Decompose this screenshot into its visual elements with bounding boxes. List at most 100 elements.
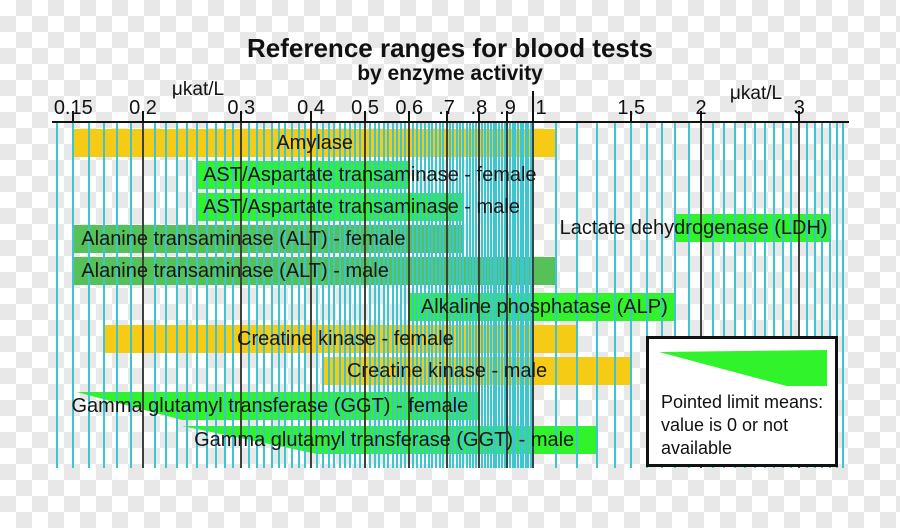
minor-gridline [489,123,492,468]
axis-tick [240,111,243,121]
minor-gridline [438,123,441,468]
minor-gridline [501,123,504,468]
minor-gridline [555,123,558,468]
minor-gridline [165,123,168,468]
minor-gridline [503,123,506,468]
axis-tick [408,111,411,121]
minor-gridline [420,123,423,468]
minor-gridline [333,123,336,468]
minor-gridline [442,123,445,468]
minor-gridline [416,123,419,468]
axis-tick [630,111,633,121]
bar-label-ast-male: AST/Aspartate transaminase - male [203,196,520,218]
major-gridline [408,123,411,468]
minor-gridline [400,123,403,468]
bar-alt-female [73,225,464,253]
minor-gridline [382,123,385,468]
axis-tick-label: 0.15 [53,97,93,119]
minor-gridline [72,123,75,468]
minor-gridline [613,123,616,468]
major-gridline [798,123,801,468]
bar-label-alt-male: Alanine transaminase (ALT) - male [81,260,389,282]
bar-label-alp: Alkaline phosphatase (ALP) [420,296,668,318]
minor-gridline [687,123,690,468]
minor-gridline [291,123,294,468]
minor-gridline [248,123,251,468]
minor-gridline [327,123,330,468]
pointed-limit-wedge-icon [659,350,827,386]
minor-gridline [255,123,258,468]
axis-tick-label: 3 [793,97,805,119]
bar-label-ggt-male: Gamma glutamyl transferase (GGT) - male [194,429,575,451]
minor-gridline [763,123,766,468]
minor-gridline [630,123,633,468]
minor-gridline [373,123,376,468]
minor-gridline [498,123,501,468]
minor-gridline [835,123,838,468]
minor-gridline [733,123,736,468]
minor-gridline [806,123,809,468]
minor-gridline [116,123,119,468]
axis-tick [72,111,75,121]
legend-line-3: available [661,438,733,458]
minor-gridline [468,123,471,468]
major-gridline [364,123,367,468]
minor-gridline [102,123,105,468]
axis-tick [445,111,448,121]
axis-tick-label: 0.4 [297,97,325,119]
axis-tick-label: .7 [438,97,455,119]
minor-gridline [781,123,784,468]
minor-gridline [449,123,452,468]
minor-gridline [509,123,512,468]
minor-gridline [186,123,189,468]
minor-gridline [387,123,390,468]
minor-gridline [423,123,426,468]
minor-gridline [517,123,520,468]
minor-gridline [55,123,58,468]
major-gridline [309,123,312,468]
minor-gridline [462,123,465,468]
minor-gridline [349,123,352,468]
legend-line-1: Pointed limit means: [661,392,824,412]
minor-gridline [412,123,415,468]
major-gridline [477,123,480,468]
minor-gridline [297,123,300,468]
axis-tick [142,111,144,121]
major-gridline [240,123,243,468]
minor-gridline [465,123,468,468]
axis-tick [477,111,480,121]
minor-gridline [321,123,324,468]
minor-gridline [378,123,381,468]
minor-gridline [821,123,824,468]
minor-gridline [270,123,273,468]
axis-tick [309,111,312,121]
minor-gridline [495,123,498,468]
bar-label-amylase: Amylase [276,132,354,154]
minor-gridline [480,123,483,468]
minor-gridline [434,123,437,468]
legend-box: Pointed limit means: value is 0 or not a… [646,336,838,467]
axis-tick-label: 1,5 [617,97,646,119]
axis-tick [364,111,367,121]
legend-line-2: value is 0 or not [661,415,789,435]
minor-gridline [790,123,793,468]
minor-gridline [455,123,458,468]
bar-label-ggt-female: Gamma glutamyl transferase (GGT) - femal… [71,395,469,417]
minor-gridline [343,123,346,468]
bar-label-ck-male: Creatine kinase - male [346,360,548,382]
minor-gridline [522,123,525,468]
chart-subtitle: by enzyme activity [357,62,543,85]
minor-gridline [486,123,489,468]
minor-gridline [452,123,455,468]
minor-gridline [511,123,514,468]
minor-gridline [576,123,579,468]
x-axis-line [52,121,849,123]
minor-gridline [529,123,532,468]
minor-gridline [338,123,341,468]
minor-gridline [660,123,663,468]
axis-unit-label-right: μkat/L [729,83,783,104]
minor-gridline [711,123,714,468]
minor-gridline [492,123,495,468]
minor-gridline [87,123,90,468]
